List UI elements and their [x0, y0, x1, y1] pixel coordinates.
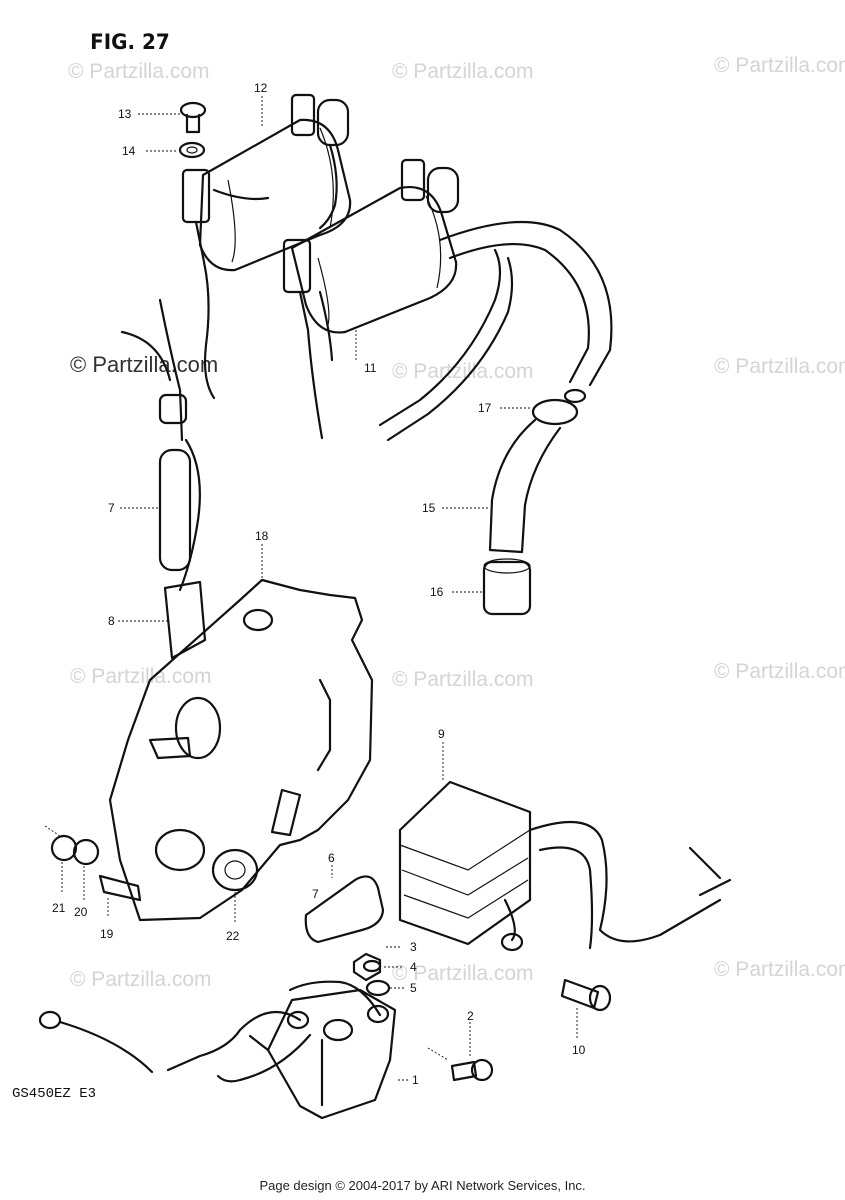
- watermark: © Partzilla.com: [392, 962, 534, 985]
- watermark: © Partzilla.com: [714, 660, 845, 683]
- terminal-boot: [304, 875, 385, 944]
- watermark: © Partzilla.com: [714, 958, 845, 981]
- watermark: © Partzilla.com: [714, 355, 845, 378]
- figure-title: FIG. 27: [90, 30, 170, 54]
- callout-16: 16: [430, 585, 444, 599]
- callout-22: 22: [226, 929, 240, 943]
- watermark: © Partzilla.com: [392, 360, 534, 383]
- callout-1: 1: [412, 1073, 419, 1087]
- watermark: © Partzilla.com: [392, 668, 534, 691]
- callout-18: 18: [255, 529, 269, 543]
- callout-15: 15: [422, 501, 436, 515]
- callout-13: 13: [118, 107, 132, 121]
- regulator-rectifier: [398, 780, 732, 952]
- watermark: © Partzilla.com: [714, 54, 845, 77]
- regulator-screw: [560, 978, 612, 1012]
- high-tension-cords: [378, 220, 613, 442]
- callout-3: 3: [410, 940, 417, 954]
- callout-4: 4: [410, 960, 417, 974]
- callout-7a: 7: [108, 501, 115, 515]
- callout-8: 8: [108, 614, 115, 628]
- callout-14: 14: [122, 144, 136, 158]
- callout-5: 5: [410, 981, 417, 995]
- callout-20: 20: [74, 905, 88, 919]
- ignition-coil-lower: [282, 158, 460, 440]
- watermark: © Partzilla.com: [70, 968, 212, 991]
- washers-and-stud: [50, 834, 259, 902]
- watermark: © Partzilla.com: [68, 60, 210, 83]
- callout-19: 19: [100, 927, 114, 941]
- footer-copyright: Page design © 2004-2017 by ARI Network S…: [259, 1178, 586, 1193]
- callout-12: 12: [254, 81, 268, 95]
- spark-plug-cap: [482, 388, 587, 616]
- leader-lines: [44, 96, 578, 1081]
- callout-2: 2: [467, 1009, 474, 1023]
- callout-11: 11: [364, 361, 377, 375]
- callout-17: 17: [478, 401, 492, 415]
- watermark-prominent: © Partzilla.com: [70, 352, 219, 377]
- screw-and-washer: [178, 101, 207, 159]
- nut-and-washers: [352, 952, 391, 997]
- mounting-bracket: [108, 578, 374, 922]
- starter-relay: [38, 980, 397, 1120]
- model-code: GS450EZ E3: [12, 1086, 97, 1102]
- callout-9: 9: [438, 727, 445, 741]
- lead-wire-and-tag: [120, 298, 207, 660]
- watermark: © Partzilla.com: [70, 665, 212, 688]
- callout-7b: 7: [312, 887, 319, 901]
- relay-screw: [450, 1058, 494, 1082]
- watermark: © Partzilla.com: [392, 60, 534, 83]
- callout-10: 10: [572, 1043, 586, 1057]
- callout-numbers: 13 14 12 11 7 8 18 17 15 16 9 21 20 19 2…: [52, 81, 586, 1087]
- ignition-coil-upper: [181, 93, 352, 400]
- callout-21: 21: [52, 901, 66, 915]
- callout-6: 6: [328, 851, 335, 865]
